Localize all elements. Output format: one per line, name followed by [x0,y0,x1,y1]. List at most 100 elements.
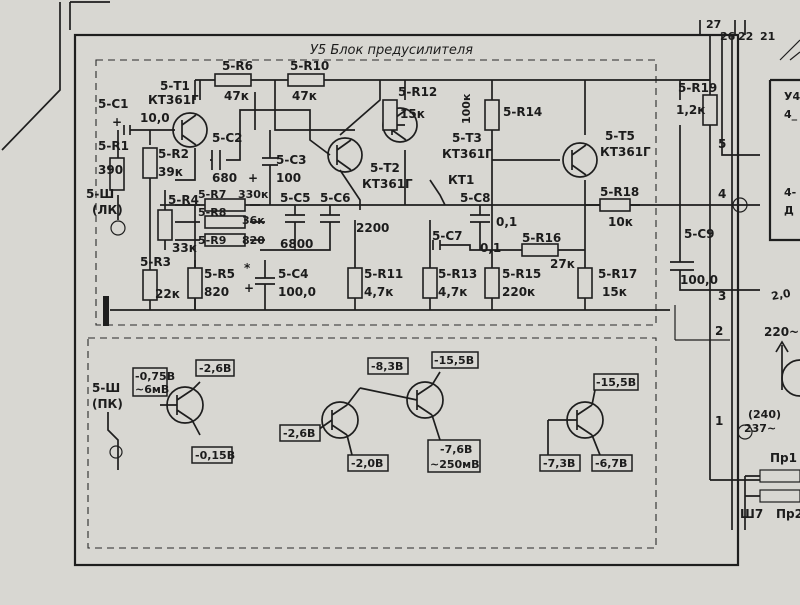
resistor-r10 [287,73,325,87]
c7-value: 0,1 [480,241,501,255]
unit-frame [73,33,740,567]
transistor-t1-icon [172,112,208,148]
voltage-i: -7,6В [440,443,472,456]
top-bus-stubs [699,20,746,35]
voltage-m: -6,7В [595,457,627,470]
voltage-237-label: 237~ [744,422,776,435]
c6-label: 5-С6 [320,191,351,205]
c4-label: 5-С4 [278,267,309,281]
c5-label: 5-С5 [280,191,311,205]
terminal-5: 5 [718,137,726,151]
t2-model: КТ361Г [362,177,413,191]
transistor-t3-voltage-icon [359,371,444,441]
voltage-a: -0,75В [135,370,175,383]
r19-label: 5-R19 [678,81,717,95]
r8-value: 36к [242,214,265,227]
resistor-r6 [214,73,252,87]
adjacent-diagonals [779,39,800,61]
voltage-g: -2,6В [283,427,315,440]
unit-title: У5 Блок предусилителя [310,43,473,58]
voltage-box-t1-base [132,367,168,397]
r17-label: 5-R17 [598,267,637,281]
c6-value: 2200 [356,221,389,235]
voltage-e: -8,3В [371,360,403,373]
c2-label: 5-С2 [212,131,243,145]
c1-label: 5-С1 [98,97,129,111]
c9-value: 100,0 [680,273,718,287]
r12-label: 5-R12 [398,85,437,99]
r9-label: 5-R9 [198,234,226,247]
voltage-d: -0,15В [195,449,235,462]
c3-plus: + [248,171,258,185]
voltage-box-t2-collector [367,357,409,375]
r11-label: 5-R11 [364,267,403,281]
c8-value: 0,1 [496,215,517,229]
jack-lk-sub: (ЛК) [92,203,123,217]
adjacent-unit-box [768,78,800,242]
r13-value: 4,7к [438,285,467,299]
c4-icon [255,260,275,310]
r2-value: 39к [158,165,183,179]
c2-plates-icon [211,150,221,170]
voltage-l: -7,3В [543,457,575,470]
kt1-switch-icon [429,179,446,206]
voltage-map-dashed-area [87,337,657,549]
resistor-r9 [204,233,246,247]
c5-c6-icons [260,205,340,251]
terminal-21: 21 [760,30,775,43]
adjacent-label-1: У4 [784,90,800,103]
c7-label: 5-С7 [432,229,463,243]
terminal-2-wiring [674,305,730,341]
jack-pk-wiring [107,412,119,470]
input-jack-pk-icon [109,445,123,459]
resistor-r3 [142,269,158,301]
resistor-r5 [187,267,203,299]
terminal-4-socket-icon [732,197,748,213]
t1-model: КТ361Г [148,93,199,107]
c3-label: 5-С3 [276,153,307,167]
r17-value: 15к [602,285,627,299]
resistor-r16 [521,243,559,257]
resistor-r2 [142,147,158,179]
kt1-label: КТ1 [448,173,474,187]
bias-wiring [199,80,355,131]
resistor-r8 [204,215,246,229]
r19-c9-wiring [670,79,730,291]
r4-value: 33к [172,241,197,255]
c3-icon [262,130,278,205]
resistor-r13 [422,267,438,299]
c8-label: 5-С8 [460,191,491,205]
resistor-r11 [347,267,363,299]
c9-label: 5-С9 [684,227,715,241]
t5-label: 5-Т5 [605,129,635,143]
terminal-27: 27 [706,18,721,31]
c1-plus: + [112,115,122,129]
r7-value: 330к [238,188,269,201]
r9-value: 820 [242,234,265,247]
socket-sh7-label: Ш7 [740,507,763,521]
fuse-wiring [744,475,760,530]
voltage-j: ~250мВ [430,458,480,471]
t5-wiring [491,80,586,310]
r16-label: 5-R16 [522,231,561,245]
r8-label: 5-R8 [198,206,226,219]
t3-model: КТ361Г [442,147,493,161]
jack-pk-sub: (ПК) [92,397,123,411]
terminal-3: 3 [718,289,726,303]
ground-bar [103,296,109,326]
r5-value: 820 [204,285,229,299]
r10-value: 47к [292,89,317,103]
fuse-pr2-label: Пр2 [776,507,800,521]
r2-label: 5-R2 [158,147,189,161]
jack-lk-label: 5-Ш [86,187,114,201]
resistor-r4 [157,209,173,241]
r6-value: 47к [224,89,249,103]
mains-connector-icon [781,359,800,397]
t2-label: 5-Т2 [370,161,400,175]
r5-star: * [244,261,251,275]
r19-value: 1,2к [676,103,705,117]
resistor-r7 [204,198,246,212]
jack-pk-label: 5-Ш [92,381,120,395]
